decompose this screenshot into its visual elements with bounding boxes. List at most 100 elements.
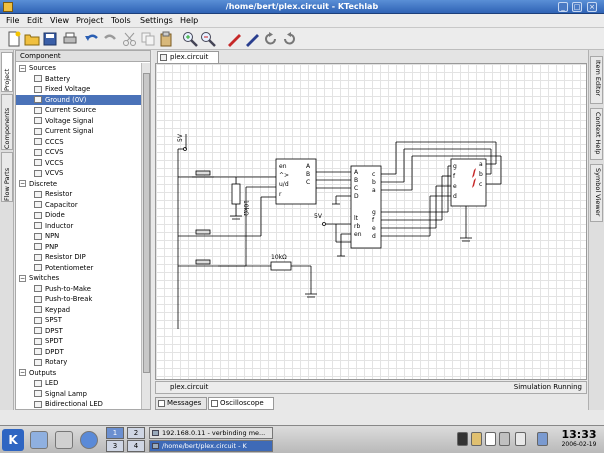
redo-icon[interactable]	[102, 31, 118, 47]
component-item[interactable]: Push-to-Make	[16, 284, 142, 295]
maximize-button[interactable]: □	[572, 2, 582, 12]
tab-components[interactable]: Components	[1, 94, 13, 150]
print-icon[interactable]	[62, 31, 78, 47]
svg-text:^>: ^>	[279, 172, 289, 179]
component-item[interactable]: Resistor DIP	[16, 252, 142, 263]
component-item[interactable]: DPDT	[16, 347, 142, 358]
component-item[interactable]: Ground (0V)	[16, 94, 142, 105]
component-item[interactable]: CCCS	[16, 137, 142, 148]
k-menu-button[interactable]: K	[2, 429, 24, 451]
component-item[interactable]: NPN	[16, 231, 142, 242]
pen-blue-icon[interactable]	[244, 31, 260, 47]
zoom-out-icon[interactable]	[200, 31, 216, 47]
tray-keyboard-icon[interactable]	[515, 432, 526, 446]
component-item[interactable]: VCCS	[16, 158, 142, 169]
category-item[interactable]: −Outputs	[16, 368, 142, 379]
task-ktechlab[interactable]: /home/bert/plex.circuit - K	[149, 440, 273, 452]
desktop-4[interactable]: 4	[127, 440, 145, 452]
menu-project[interactable]: Project	[76, 16, 104, 25]
component-icon	[34, 264, 42, 271]
tray-notes-icon[interactable]	[485, 432, 496, 446]
menu-settings[interactable]: Settings	[140, 16, 173, 25]
category-item[interactable]: −Sources	[16, 63, 142, 74]
tab-symbol-viewer[interactable]: Symbol Viewer	[590, 164, 603, 222]
tab-oscilloscope[interactable]: Oscilloscope	[208, 397, 274, 410]
taskbar: K 1 2 3 4 192.168.0.11 - verbinding me..…	[0, 425, 604, 453]
component-item[interactable]: PNP	[16, 242, 142, 253]
component-item[interactable]: Keypad	[16, 305, 142, 316]
item-label: Potentiometer	[45, 263, 94, 272]
component-item[interactable]: Push-to-Break	[16, 294, 142, 305]
tab-flow-parts[interactable]: Flow Parts	[1, 152, 13, 202]
menu-view[interactable]: View	[50, 16, 69, 25]
svg-text:en: en	[279, 163, 287, 170]
component-item[interactable]: Fixed Voltage	[16, 84, 142, 95]
tab-context-help[interactable]: Context Help	[590, 108, 603, 160]
zoom-in-icon[interactable]	[182, 31, 198, 47]
undo-icon[interactable]	[84, 31, 100, 47]
component-item[interactable]: Current Signal	[16, 126, 142, 137]
ktechlab-icon	[152, 443, 159, 449]
browser-icon[interactable]	[80, 431, 98, 449]
open-icon[interactable]	[24, 31, 40, 47]
component-item[interactable]: DPST	[16, 326, 142, 337]
tray-monitor-icon[interactable]	[457, 432, 468, 446]
menu-file[interactable]: File	[6, 16, 20, 25]
component-item[interactable]: SPST	[16, 315, 142, 326]
component-item[interactable]: VCVS	[16, 168, 142, 179]
home-icon[interactable]	[30, 431, 48, 449]
tab-item-editor[interactable]: Item Editor	[590, 56, 603, 104]
desktop-3[interactable]: 3	[106, 440, 124, 452]
app-icon[interactable]	[3, 2, 13, 12]
component-item[interactable]: Signal Lamp	[16, 389, 142, 400]
component-item[interactable]: Current Source	[16, 105, 142, 116]
rotate-ccw-icon[interactable]	[263, 31, 279, 47]
svg-text:g: g	[372, 209, 376, 216]
paste-icon[interactable]	[158, 31, 174, 47]
component-item[interactable]: Capacitor	[16, 200, 142, 211]
category-item[interactable]: −Discrete	[16, 179, 142, 190]
component-scrollbar[interactable]	[141, 63, 150, 409]
component-item[interactable]: Rotary	[16, 357, 142, 368]
new-icon[interactable]	[6, 31, 22, 47]
component-item[interactable]: Resistor	[16, 189, 142, 200]
cut-icon[interactable]	[122, 31, 138, 47]
tab-project[interactable]: Project	[1, 52, 13, 92]
minimize-button[interactable]: _	[558, 2, 568, 12]
clock[interactable]: 13:33 2006-02-19	[556, 428, 602, 448]
desktop-1[interactable]: 1	[106, 427, 124, 439]
close-button[interactable]: ×	[587, 2, 597, 12]
pen-red-icon[interactable]	[226, 31, 242, 47]
component-item[interactable]: Bidirectional LED	[16, 399, 142, 409]
component-item[interactable]: Inductor	[16, 221, 142, 232]
category-item[interactable]: −Switches	[16, 273, 142, 284]
menu-edit[interactable]: Edit	[27, 16, 43, 25]
window-title: /home/bert/plex.circuit - KTechlab	[225, 2, 379, 11]
tray-disk-icon[interactable]	[537, 432, 548, 446]
tab-plex-circuit[interactable]: plex.circuit	[157, 51, 219, 63]
component-item[interactable]: Diode	[16, 210, 142, 221]
component-item[interactable]: SPDT	[16, 336, 142, 347]
item-label: Bidirectional LED	[45, 400, 103, 408]
component-item[interactable]: Battery	[16, 74, 142, 85]
menu-help[interactable]: Help	[180, 16, 199, 25]
task-remote-connection[interactable]: 192.168.0.11 - verbinding me...	[149, 427, 273, 439]
menu-tools[interactable]: Tools	[111, 16, 131, 25]
component-item[interactable]: Potentiometer	[16, 263, 142, 274]
component-item[interactable]: CCVS	[16, 147, 142, 158]
item-label: Signal Lamp	[45, 389, 87, 398]
copy-icon[interactable]	[140, 31, 156, 47]
component-item[interactable]: LED	[16, 378, 142, 389]
circuit-canvas[interactable]: 5V 10kΩ 5V 10kΩ en ^> u/d r A B C A B C …	[155, 63, 587, 380]
component-item[interactable]: Voltage Signal	[16, 116, 142, 127]
circuit-doc-icon	[160, 54, 167, 61]
tab-messages[interactable]: Messages	[155, 397, 207, 410]
terminal-icon[interactable]	[55, 431, 73, 449]
desktop-2[interactable]: 2	[127, 427, 145, 439]
save-icon[interactable]	[42, 31, 58, 47]
rotate-cw-icon[interactable]	[281, 31, 297, 47]
tray-clipboard-icon[interactable]	[471, 432, 482, 446]
tray-volume-icon[interactable]	[499, 432, 510, 446]
resistor-label-1: 10kΩ	[242, 200, 249, 216]
svg-text:e: e	[372, 225, 376, 232]
